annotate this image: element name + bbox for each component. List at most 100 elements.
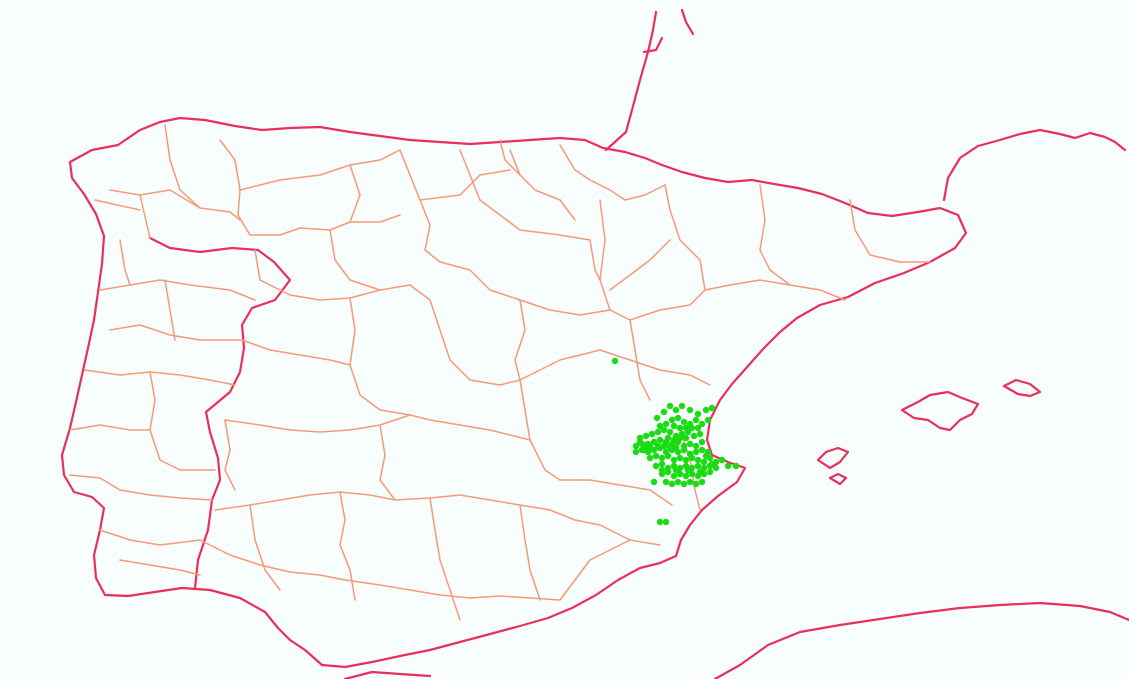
occurrence-point (668, 416, 676, 424)
occurrence-point (694, 456, 702, 464)
occurrence-point (676, 454, 684, 462)
north-africa-coastline (713, 601, 1129, 679)
occurrence-point (632, 442, 640, 450)
france-coastline-east (680, 8, 695, 36)
occurrence-point (674, 448, 682, 456)
occurrence-point (680, 446, 688, 454)
occurrence-point (674, 478, 682, 486)
occurrence-point (682, 472, 690, 480)
occurrence-point (696, 430, 704, 438)
mallorca-island (900, 390, 980, 432)
occurrence-point (690, 432, 698, 440)
occurrence-point (724, 462, 732, 470)
occurrence-point (688, 454, 696, 462)
occurrence-point (668, 480, 676, 488)
occurrence-point (646, 454, 654, 462)
occurrence-point (656, 436, 664, 444)
occurrence-point (662, 420, 670, 428)
occurrence-point (656, 422, 664, 430)
occurrence-point (632, 448, 640, 456)
occurrence-point (676, 470, 684, 478)
occurrence-point (678, 402, 686, 410)
france-mediterranean-coastline (942, 128, 1127, 202)
occurrence-point (676, 434, 684, 442)
occurrence-point (672, 406, 680, 414)
occurrence-point (694, 424, 702, 432)
occurrence-point (636, 438, 644, 446)
occurrence-point (664, 434, 672, 442)
occurrence-point (688, 424, 696, 432)
occurrence-point (660, 442, 668, 450)
occurrence-point (648, 430, 656, 438)
occurrence-point (698, 446, 706, 454)
occurrence-point (704, 416, 712, 424)
occurrence-point (670, 456, 678, 464)
occurrence-point (700, 458, 708, 466)
occurrence-point (658, 454, 666, 462)
occurrence-point (652, 452, 660, 460)
occurrence-point (670, 436, 678, 444)
occurrence-point (642, 432, 650, 440)
france-coastline-detail (642, 36, 664, 54)
occurrence-point (696, 468, 704, 476)
occurrence-point (698, 478, 706, 486)
occurrence-point (698, 438, 706, 446)
occurrence-point (692, 416, 700, 424)
occurrence-point (686, 478, 694, 486)
occurrence-point (654, 442, 662, 450)
occurrence-point (700, 464, 708, 472)
occurrence-point (684, 466, 692, 474)
occurrence-point (662, 518, 670, 526)
occurrence-point (682, 424, 690, 432)
occurrence-point (660, 426, 668, 434)
occurrence-point (650, 438, 658, 446)
occurrence-point (666, 443, 674, 451)
occurrence-point (664, 468, 672, 476)
occurrence-point (652, 462, 660, 470)
occurrence-point (642, 444, 650, 452)
occurrence-point (660, 408, 668, 416)
occurrence-point (676, 424, 684, 432)
occurrence-point (672, 443, 680, 451)
occurrence-point (666, 402, 674, 410)
occurrence-point (680, 480, 688, 488)
occurrence-point (712, 464, 720, 472)
occurrence-point (656, 518, 664, 526)
province-boundaries (69, 124, 931, 621)
occurrence-point (653, 414, 661, 422)
occurrence-point (611, 357, 619, 365)
occurrence-point (682, 434, 690, 442)
ibiza-island (816, 446, 850, 470)
occurrence-point (682, 456, 690, 464)
occurrence-point (658, 466, 666, 474)
occurrence-point (688, 470, 696, 478)
occurrence-point (658, 460, 666, 468)
occurrence-point (702, 452, 710, 460)
formentera-island (828, 472, 848, 486)
occurrence-point (732, 462, 740, 470)
spain-portugal-border (148, 236, 292, 590)
occurrence-point (686, 440, 694, 448)
menorca-island (1002, 378, 1042, 398)
occurrence-point (666, 428, 674, 436)
occurrence-point (670, 472, 678, 480)
north-africa-coastline-west (343, 670, 432, 679)
occurrence-point (706, 468, 714, 476)
occurrence-point (692, 448, 700, 456)
occurrence-point (686, 406, 694, 414)
france-coastline (604, 10, 658, 152)
occurrence-point (664, 452, 672, 460)
occurrence-point (694, 410, 702, 418)
occurrence-point (694, 462, 702, 470)
occurrence-point (708, 404, 716, 412)
occurrence-point (650, 478, 658, 486)
occurrence-point (692, 480, 700, 488)
occurrence-point (718, 456, 726, 464)
occurrence-point (654, 428, 662, 436)
occurrence-point (702, 406, 710, 414)
occurrence-point (674, 414, 682, 422)
occurrence-point (672, 466, 680, 474)
occurrence-point (670, 422, 678, 430)
occurrence-point (662, 478, 670, 486)
